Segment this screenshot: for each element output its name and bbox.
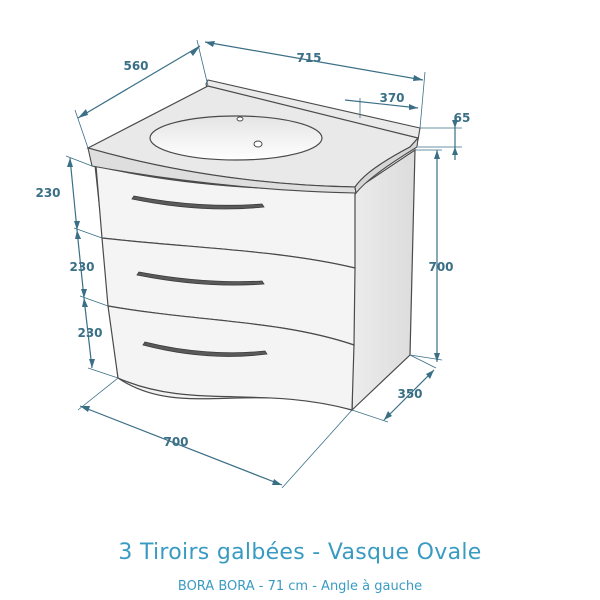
drawer-1-handle <box>131 195 265 210</box>
dim-top-depth-label: 560 <box>123 59 148 73</box>
dim-top-width-label: 715 <box>296 51 321 65</box>
dimension-lines <box>65 39 462 489</box>
dim-front-width-label: 700 <box>163 435 188 449</box>
basin-drain <box>253 140 263 148</box>
cabinet <box>94 148 416 412</box>
dimension-labels: 560 715 370 65 230 230 230 700 350 700 <box>35 51 470 449</box>
dim-drawer-1-label: 230 <box>35 186 60 200</box>
dim-total-height-label: 700 <box>428 260 453 274</box>
dim-drawer-3-label: 230 <box>77 326 102 340</box>
dim-backsplash-label: 65 <box>454 111 471 125</box>
dim-side-depth-label: 350 <box>397 387 422 401</box>
countertop <box>86 79 421 195</box>
drawer-2-handle <box>136 271 265 286</box>
product-title: 3 Tiroirs galbées - Vasque Ovale <box>118 540 482 565</box>
oval-basin <box>149 115 323 161</box>
dim-drawer-2-label: 230 <box>69 260 94 274</box>
countertop-side-edge <box>354 136 419 195</box>
product-subtitle: BORA BORA - 71 cm - Angle à gauche <box>177 579 423 594</box>
drawer-3-handle <box>142 341 268 357</box>
cabinet-side-panel <box>351 148 416 412</box>
dim-basin-offset-label: 370 <box>379 91 404 105</box>
tap-hole <box>236 116 244 122</box>
vanity-dimension-drawing: 560 715 370 65 230 230 230 700 350 700 <box>35 39 470 489</box>
